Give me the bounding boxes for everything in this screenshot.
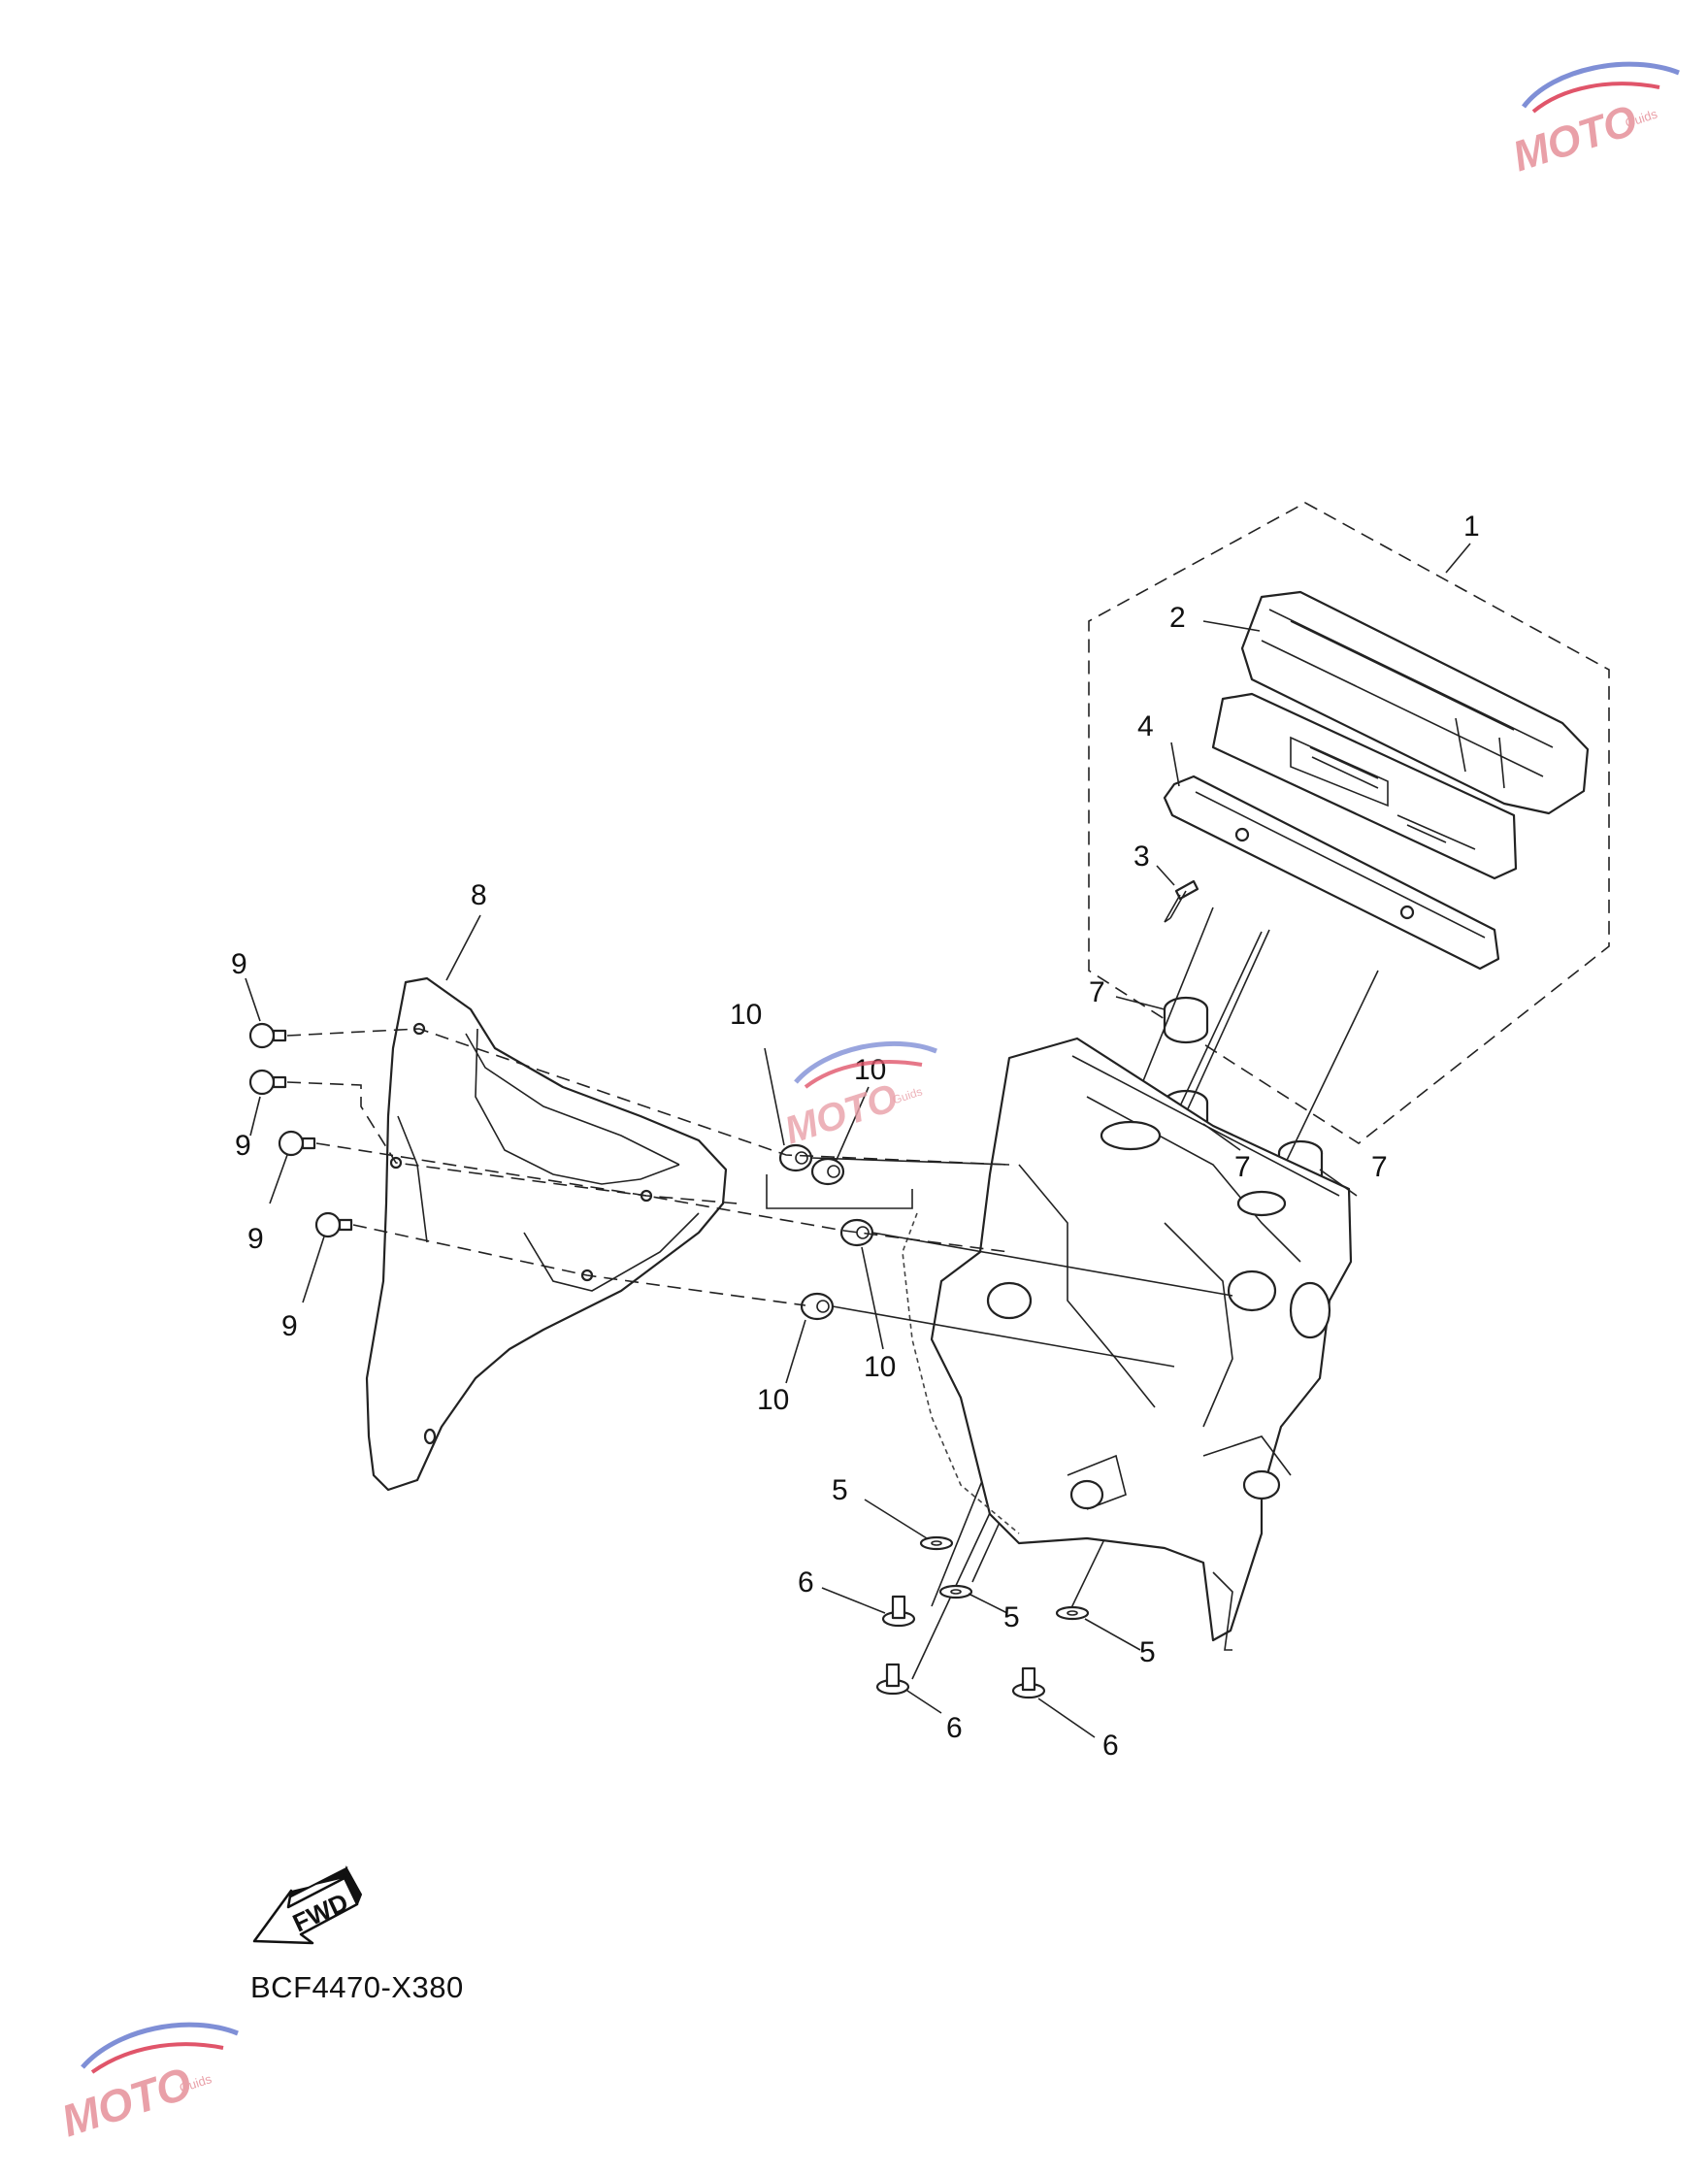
bracket-line	[766, 1174, 913, 1209]
leader-lines	[245, 543, 1471, 1738]
callout-10b: 10	[854, 1054, 886, 1086]
part-washer-5c	[1055, 1605, 1090, 1621]
assembly-boundary-hexagon	[1088, 502, 1610, 1144]
part-meter-bracket-frame	[930, 1037, 1353, 1651]
alignment-line	[286, 1028, 1010, 1166]
callout-2: 2	[1169, 602, 1186, 634]
callout-7c: 7	[1371, 1151, 1388, 1183]
callout-10d: 10	[757, 1384, 789, 1416]
watermark-text-middle: MOTO	[779, 1076, 903, 1153]
callout-5b: 5	[1003, 1601, 1020, 1633]
alignment-line	[871, 1232, 1233, 1297]
part-screw	[1164, 879, 1199, 923]
part-collar-10a	[778, 1143, 813, 1172]
part-bolt-6c	[1011, 1666, 1046, 1699]
part-side-cowl	[365, 976, 728, 1492]
part-screw-9b	[248, 1069, 287, 1096]
part-screw-9a	[248, 1022, 287, 1049]
callout-9a: 9	[231, 948, 247, 980]
part-meter-panel	[1163, 775, 1500, 971]
callout-10c: 10	[864, 1351, 896, 1383]
part-screw-9c	[278, 1130, 316, 1157]
callout-1: 1	[1463, 511, 1480, 543]
part-meter-cover	[1240, 590, 1590, 815]
alignment-line	[286, 1081, 739, 1204]
part-collar-10d	[800, 1292, 835, 1321]
callout-8: 8	[471, 879, 487, 911]
diagram-code-label: BCF4470-X380	[250, 1970, 464, 2004]
callout-5c: 5	[1139, 1636, 1156, 1668]
callout-5a: 5	[832, 1474, 848, 1506]
callout-4: 4	[1137, 710, 1154, 742]
alignment-line	[352, 1224, 806, 1306]
part-bolt-6b	[875, 1663, 910, 1696]
callout-7a: 7	[1089, 976, 1105, 1008]
part-washer-5a	[919, 1535, 954, 1551]
part-screw-9d	[314, 1211, 353, 1238]
callout-9b: 9	[235, 1130, 251, 1162]
callout-9c: 9	[247, 1223, 264, 1255]
watermark-text-bottom: MOTO	[55, 2057, 198, 2146]
alignment-line	[810, 1157, 1010, 1166]
callout-3: 3	[1133, 841, 1150, 873]
part-meter-body	[1211, 692, 1518, 880]
alignment-line	[315, 1142, 1010, 1253]
part-bolt-6a	[881, 1595, 916, 1628]
part-collar-10b	[810, 1157, 845, 1186]
frame-ghost-outline	[902, 1212, 1020, 1534]
alignment-line	[832, 1305, 1175, 1368]
callout-6c: 6	[1102, 1730, 1119, 1762]
part-washer-5b	[938, 1584, 973, 1599]
part-collar-10c	[839, 1218, 874, 1247]
callout-6a: 6	[798, 1566, 814, 1599]
callout-6b: 6	[946, 1712, 963, 1744]
callout-9d: 9	[281, 1310, 298, 1342]
watermark-logo-bottom: MOTO Guids	[55, 2022, 239, 2146]
watermark-logo-top: MOTO Guids	[1507, 61, 1680, 181]
watermark-text-top: MOTO	[1507, 96, 1643, 181]
watermark-sub-middle: Guids	[891, 1084, 924, 1106]
callout-10a: 10	[730, 999, 762, 1031]
fwd-direction-arrow: FWD	[252, 1865, 363, 1945]
callout-7b: 7	[1234, 1151, 1251, 1183]
part-grommet-a	[1163, 996, 1209, 1044]
